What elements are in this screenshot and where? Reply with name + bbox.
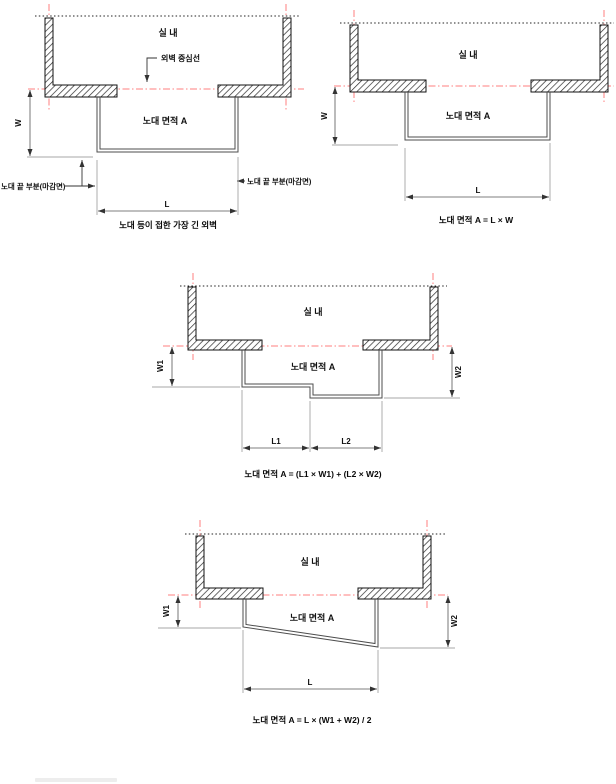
balcony-outline-inner [407, 92, 548, 138]
interior-label: 실 내 [300, 556, 319, 567]
diagram2-caption: 노대 면적 A = L × W [439, 215, 514, 225]
length-dim-label: L [308, 678, 313, 687]
diagram-rectangular-balcony: 실 내 노대 면적 A W L 노대 면적 A = L × W [320, 10, 614, 225]
hatched-wall-right [217, 17, 292, 98]
diagram3-caption: 노대 면적 A = (L1 × W1) + (L2 × W2) [244, 469, 381, 479]
balcony-area-label: 노대 면적 A [291, 361, 336, 372]
hatched-wall-left [195, 535, 264, 600]
balcony-end-label-right: 노대 끝 부분(마감면) [247, 176, 312, 186]
centerline-leader-arrow [144, 57, 157, 82]
balcony-area-label: 노대 면적 A [446, 110, 491, 121]
diagram-stepped-balcony: 실 내 노대 면적 A W1 W2 L1 L2 노대 면적 A = (L1 × … [152, 273, 463, 479]
balcony-outline-inner [244, 350, 380, 396]
balcony-outline-inner [99, 97, 236, 150]
width2-dim-label: W2 [450, 614, 459, 627]
hatched-wall-right [357, 535, 432, 600]
length-dim-label: L [476, 186, 481, 195]
length-dim-label: L [165, 200, 170, 209]
balcony-outline-outer [241, 350, 383, 399]
wall-centerline-label: 외벽 중심선 [161, 53, 200, 63]
balcony-outline-inner [245, 599, 376, 645]
hatched-wall-left [44, 17, 118, 98]
balcony-area-label: 노대 면적 A [143, 115, 188, 126]
width1-dim-label: W1 [162, 604, 171, 617]
diagram-sloped-balcony: 실 내 노대 면적 A W1 W2 L 노대 면적 A = L × (W1 + … [158, 520, 459, 725]
interior-label: 실 내 [303, 306, 322, 317]
width-dim-label: W [320, 112, 329, 120]
diagram-longest-wall: 실 내 외벽 중심선 노대 면적 A W 노대 끝 부분(마감면) 노대 끝 부… [1, 4, 312, 230]
hatched-wall-left [187, 286, 263, 351]
cropped-text-remnant [35, 778, 117, 782]
hatched-wall-right [530, 24, 609, 93]
hatched-wall-right [362, 286, 439, 351]
interior-label: 실 내 [158, 27, 177, 38]
balcony-end-label-left: 노대 끝 부분(마감면) [1, 181, 66, 191]
width2-dim-label: W2 [454, 365, 463, 378]
balcony-outline-outer [96, 97, 239, 153]
balcony-outline-outer [404, 92, 551, 141]
width1-dim-label: W1 [156, 359, 165, 372]
diagram4-caption: 노대 면적 A = L × (W1 + W2) / 2 [253, 715, 372, 725]
interior-label: 실 내 [458, 49, 477, 60]
hatched-wall-left [349, 24, 427, 93]
width-dim-label: W [14, 119, 23, 127]
length2-dim-label: L2 [341, 437, 351, 446]
length1-dim-label: L1 [271, 437, 281, 446]
balcony-outline-outer [242, 599, 379, 648]
diagram1-caption: 노대 등이 접한 가장 긴 외벽 [119, 220, 217, 230]
balcony-area-label: 노대 면적 A [290, 612, 335, 623]
